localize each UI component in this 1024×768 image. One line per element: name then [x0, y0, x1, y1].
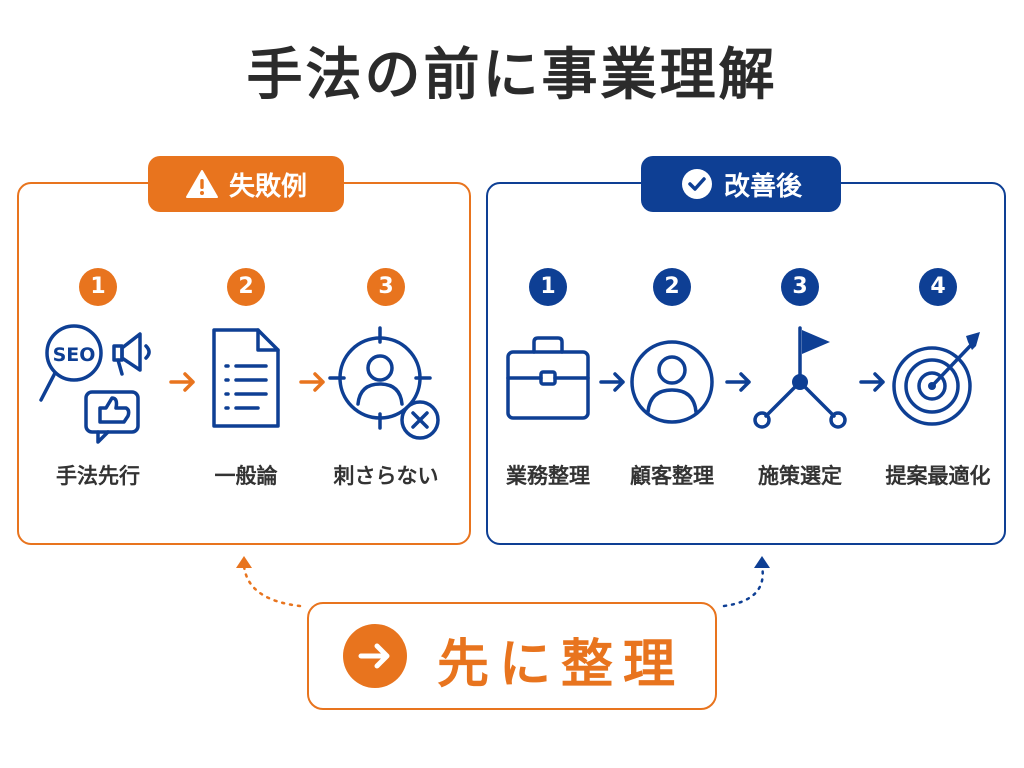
- step-label: 一般論: [214, 464, 278, 488]
- arrow-right-icon: [725, 372, 751, 392]
- arrow-right-icon: [859, 372, 885, 392]
- fail-example-badge: 失敗例: [148, 156, 344, 212]
- target-person-miss-icon: [328, 326, 440, 440]
- briefcase-icon: [506, 336, 590, 420]
- step-label: 手法先行: [56, 464, 140, 488]
- step-number: 3: [367, 268, 405, 306]
- step-number: 2: [227, 268, 265, 306]
- flag-branch-icon: [753, 326, 847, 429]
- step-number: 1: [79, 268, 117, 306]
- step-label: 提案最適化: [885, 464, 991, 488]
- seo-icon-text: SEO: [53, 344, 96, 366]
- improved-label: 改善後: [723, 171, 802, 202]
- arrow-right-circle-icon: [343, 624, 407, 688]
- step-label: 刺さらない: [333, 464, 439, 488]
- organize-first-callout: 先に整理: [307, 602, 717, 710]
- step-number: 3: [781, 268, 819, 306]
- arrow-right-icon: [599, 372, 625, 392]
- customer-icon: [630, 340, 714, 424]
- check-circle-icon: [681, 169, 712, 199]
- improved-badge: 改善後: [641, 156, 841, 212]
- step-label: 業務整理: [506, 464, 590, 488]
- organize-first-text: 先に整理: [437, 635, 686, 695]
- seo-megaphone-thumbsup-icon: SEO: [39, 324, 151, 444]
- warning-icon: [185, 170, 218, 198]
- page-title: 手法の前に事業理解: [246, 43, 778, 108]
- document-icon: [212, 328, 280, 428]
- fail-example-label: 失敗例: [228, 171, 307, 202]
- step-number: 1: [529, 268, 567, 306]
- step-number: 4: [919, 268, 957, 306]
- arrow-right-icon: [299, 372, 325, 392]
- step-label: 施策選定: [758, 464, 842, 488]
- target-arrow-icon: [892, 332, 980, 426]
- step-label: 顧客整理: [630, 464, 714, 488]
- step-number: 2: [653, 268, 691, 306]
- arrow-right-icon: [169, 372, 195, 392]
